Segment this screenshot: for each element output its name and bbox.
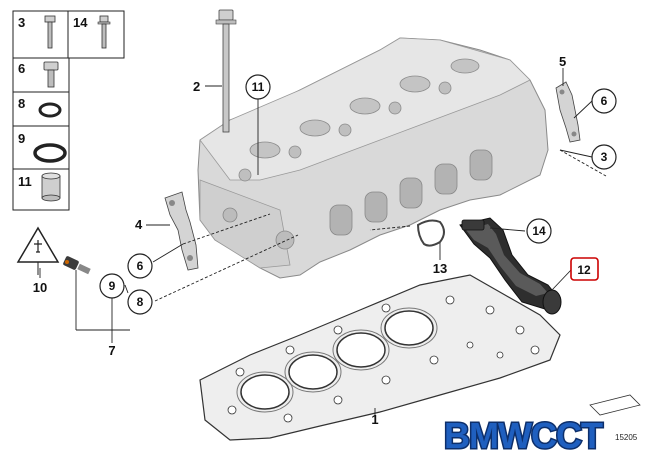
legend-label-14: 14 [73, 15, 88, 30]
bracket-left [164, 191, 199, 271]
small-seal-ring-icon [38, 102, 62, 118]
highlight-box-12 [570, 257, 599, 281]
callout-1: 1 [371, 412, 378, 427]
callout-11: 11 [252, 80, 265, 94]
seal-gasket [416, 219, 445, 247]
legend-label-11: 11 [18, 174, 32, 189]
diagram-number: 15205 [615, 433, 638, 442]
diagram-corner: 15205 [589, 394, 641, 442]
callout-8: 8 [137, 295, 144, 309]
legend-panel: 3 14 6 8 9 11 [12, 10, 125, 211]
callout-6-right: 6 [601, 94, 608, 108]
head-gasket [199, 274, 561, 441]
callout-13: 13 [433, 261, 447, 276]
callout-4: 4 [135, 217, 143, 232]
cylinder-head [197, 37, 549, 279]
callout-5: 5 [559, 54, 566, 69]
head-bolt [215, 9, 237, 133]
hex-bolt-icon [43, 61, 59, 88]
coolant-elbow [459, 217, 562, 315]
legend-label-9: 9 [18, 131, 25, 146]
callout-7: 7 [108, 343, 115, 358]
callout-6-left: 6 [137, 259, 144, 273]
warning-electrical-icon [16, 226, 60, 275]
callout-2: 2 [193, 79, 200, 94]
watermark-logo: BMWCCT BMWCCT [443, 414, 606, 455]
flange-bolt-icon [97, 15, 111, 49]
large-seal-ring-icon [33, 143, 67, 163]
leader-lines [39, 68, 607, 420]
callouts: 2 11 5 6 3 4 6 10 9 8 7 13 14 12 1 [33, 54, 617, 427]
legend-label-8: 8 [18, 96, 25, 111]
bolt-icon [44, 15, 56, 49]
sleeve-icon [41, 172, 61, 202]
watermark-outline: BMWCCT [444, 415, 603, 455]
legend-label-6: 6 [18, 61, 25, 76]
callout-3: 3 [601, 150, 608, 164]
callout-12: 12 [577, 263, 591, 277]
watermark-text: BMWCCT [444, 415, 603, 455]
temperature-sensor [63, 256, 91, 275]
callout-14: 14 [532, 224, 546, 238]
callout-9: 9 [109, 279, 116, 293]
bracket-right [555, 81, 581, 143]
callout-10: 10 [33, 280, 47, 295]
legend-label-3: 3 [18, 15, 25, 30]
